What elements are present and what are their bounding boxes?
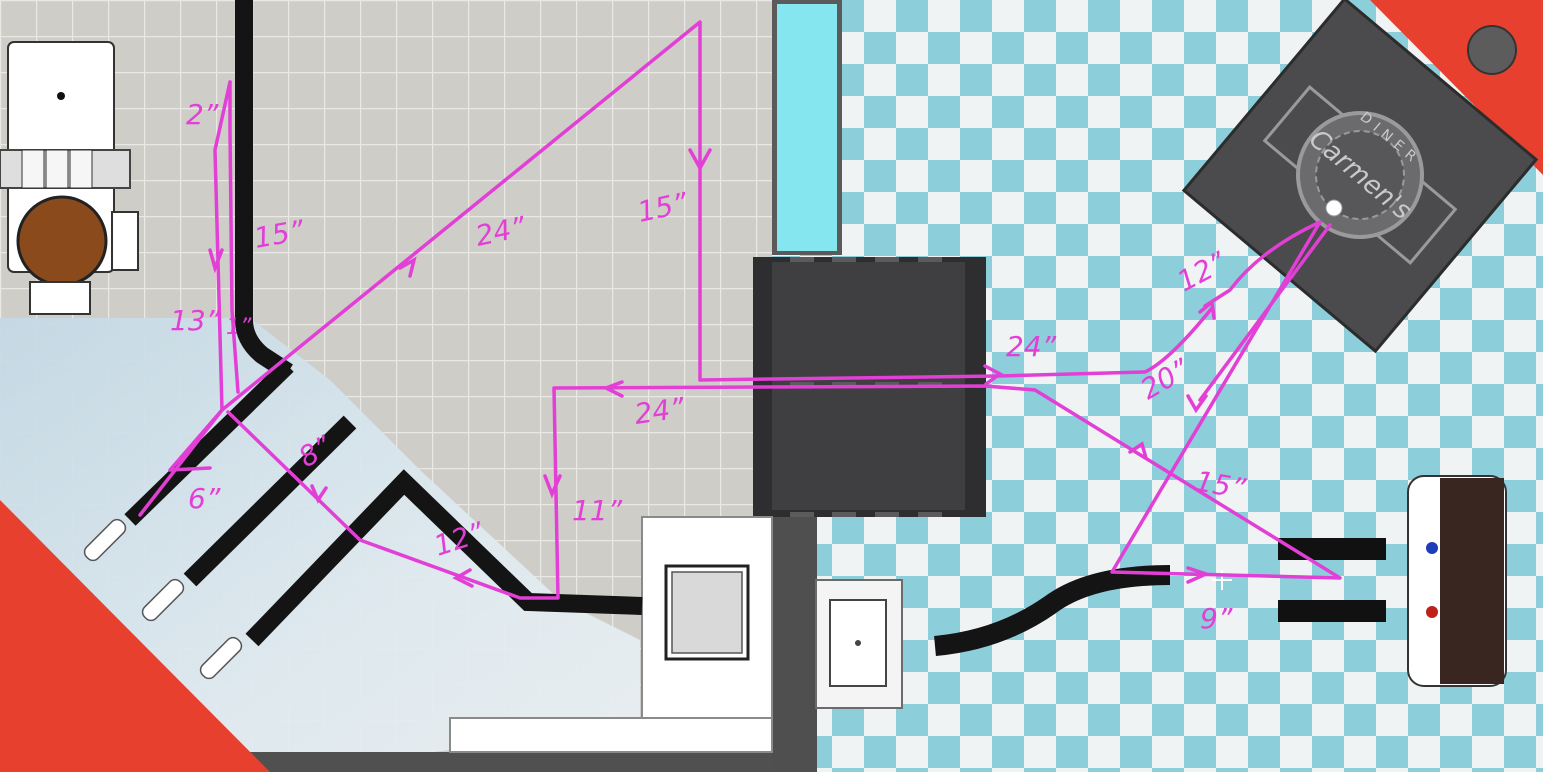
label-13in: 13” xyxy=(170,304,221,337)
counter-horizontal xyxy=(450,718,772,752)
sink-drain xyxy=(855,640,861,646)
label-6in: 6” xyxy=(188,482,221,515)
label-9in: 9” xyxy=(1200,602,1233,635)
sign-center-mark xyxy=(1326,200,1342,216)
dispenser xyxy=(1408,476,1506,686)
dispenser-bar-bottom xyxy=(1278,600,1386,622)
label-11in: 11” xyxy=(572,494,623,527)
label-24in-right: 24” xyxy=(1006,330,1057,363)
red-zone-button xyxy=(1468,26,1516,74)
label-1in: 1” xyxy=(226,315,252,340)
label-24in-lower: 24” xyxy=(632,391,687,431)
bottom-wall xyxy=(250,752,815,772)
center-wall xyxy=(772,517,817,772)
window-glass xyxy=(777,4,837,251)
counter-box-inner xyxy=(672,572,742,653)
label-2in: 2” xyxy=(186,98,219,131)
